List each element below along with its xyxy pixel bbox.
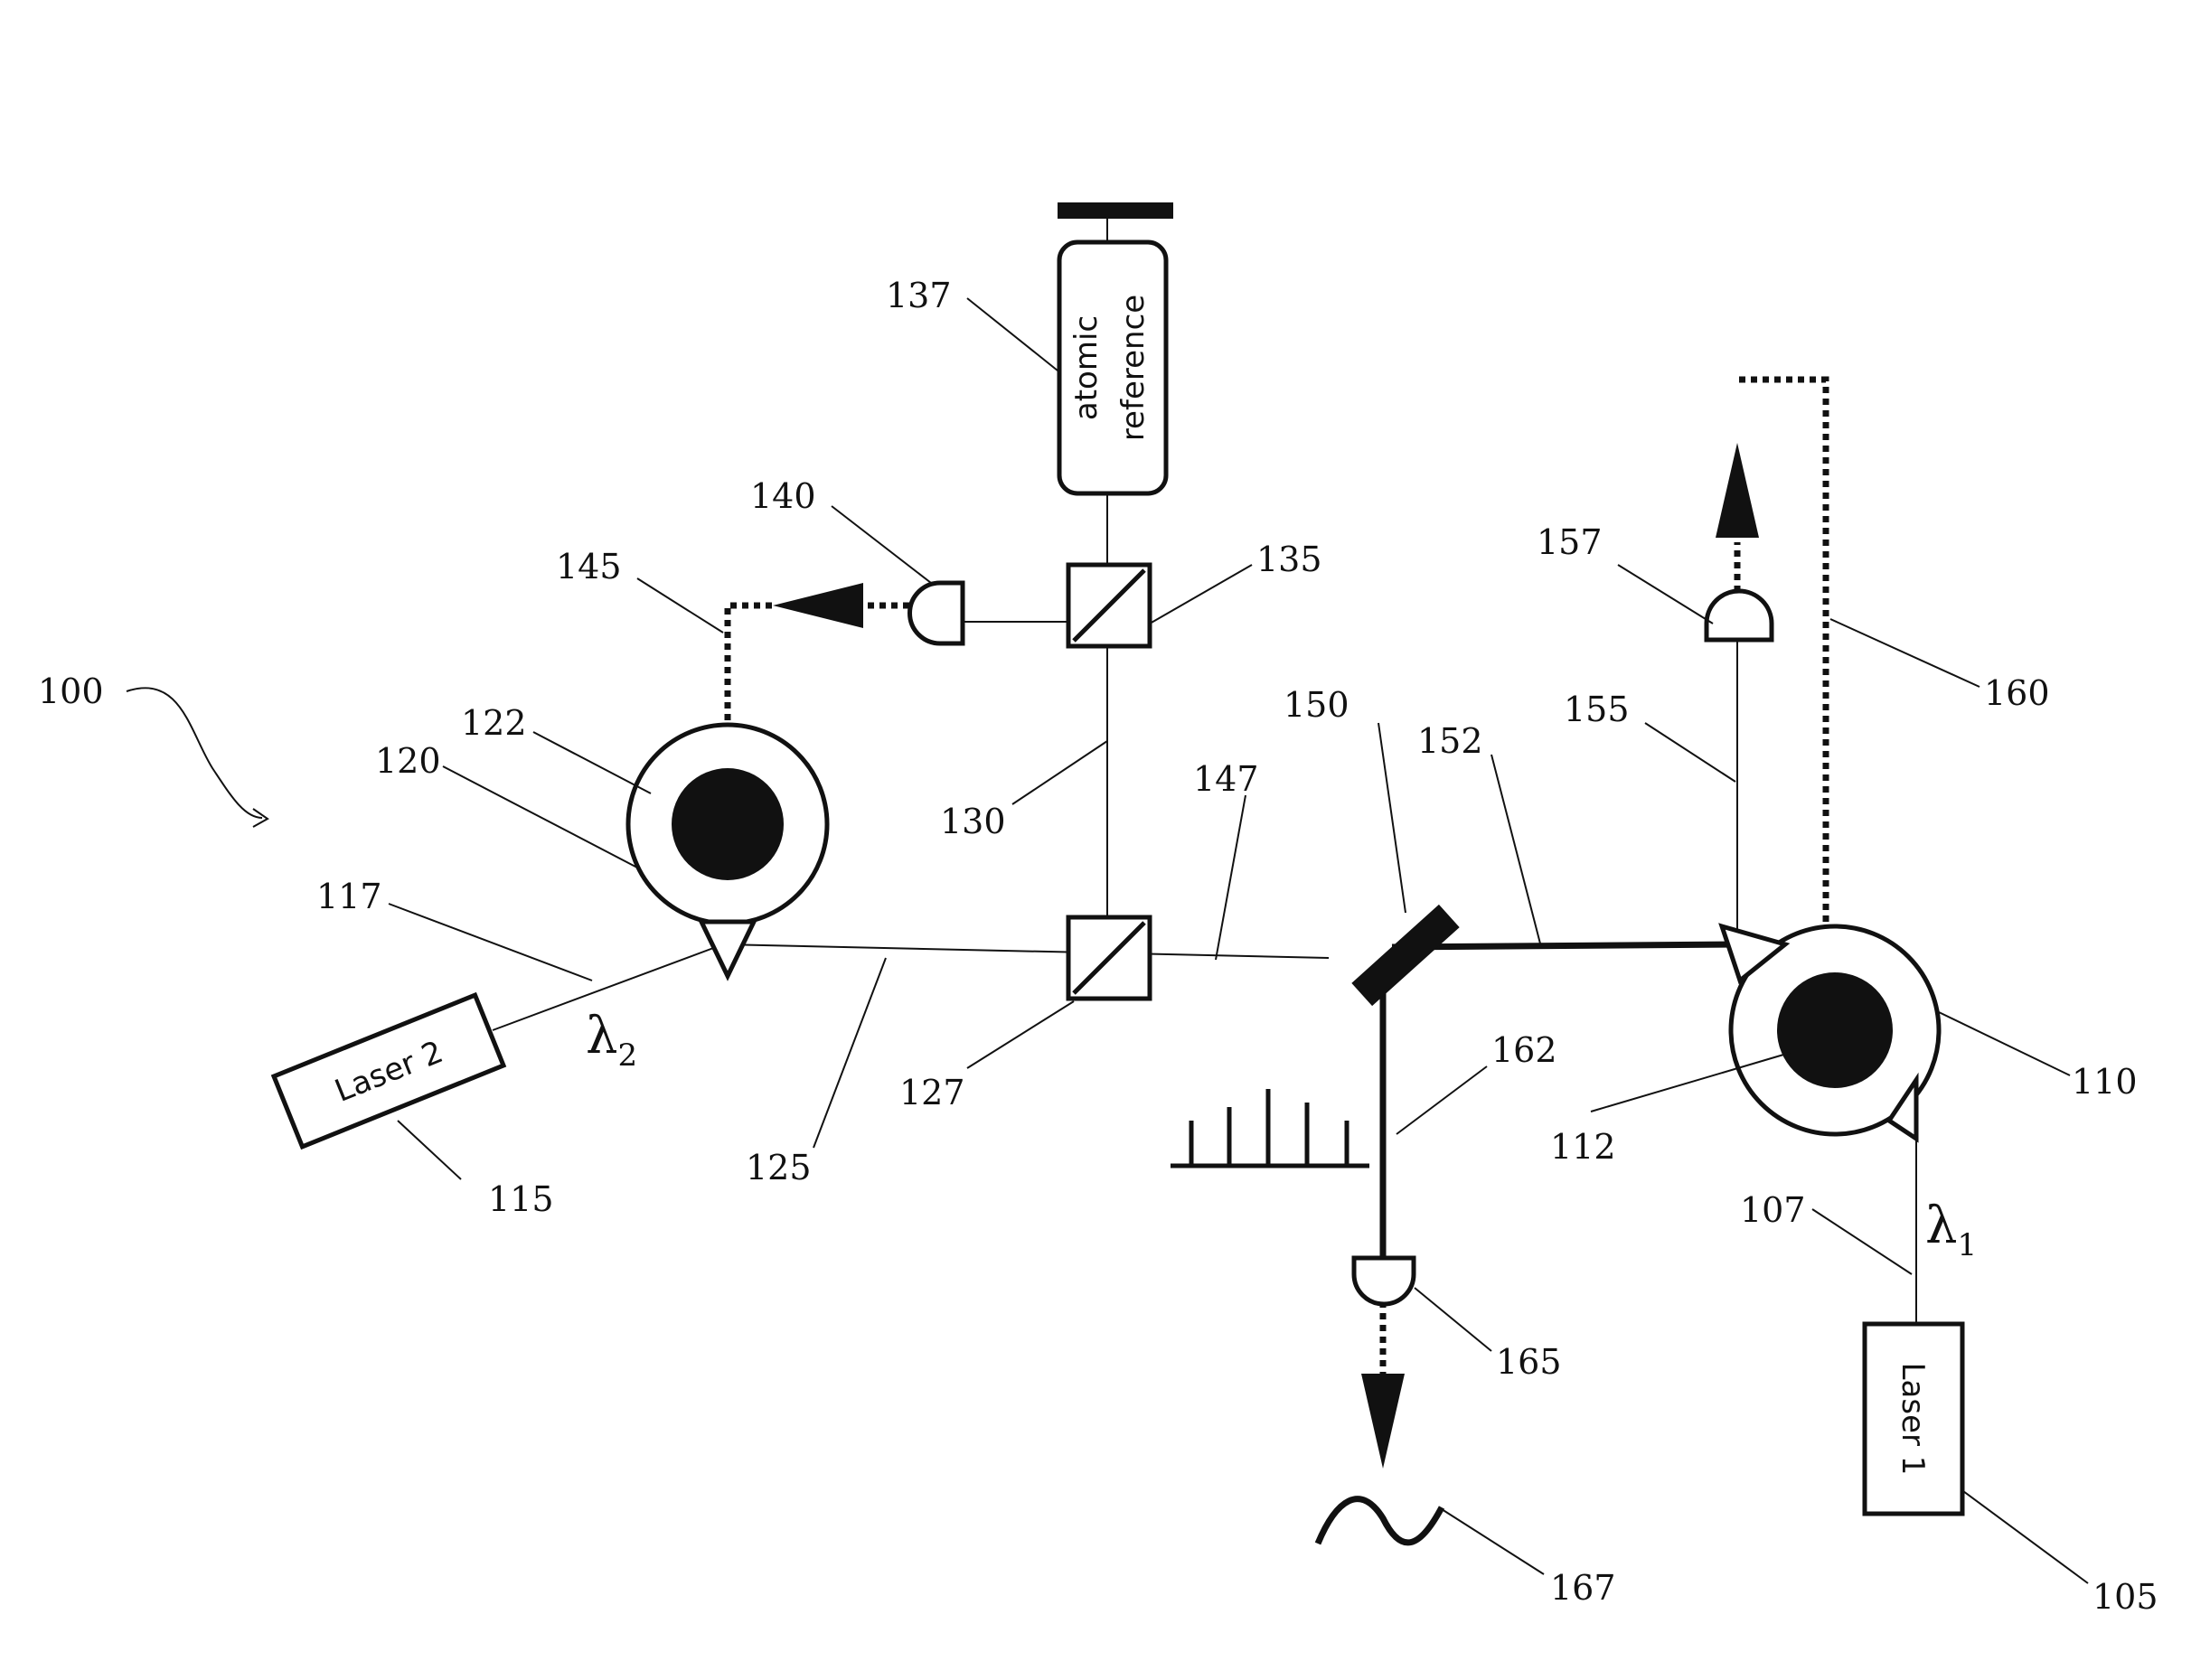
leader-105	[1963, 1491, 2088, 1583]
atomic-label-2: reference	[1115, 295, 1152, 441]
leader-110	[1939, 1012, 2070, 1075]
leader-117	[389, 904, 592, 981]
ref-107: 107	[1740, 1190, 1806, 1230]
end-mirror	[1058, 202, 1173, 219]
leader-120	[443, 766, 637, 868]
rf-wave-icon	[1318, 1499, 1442, 1544]
ref-157: 157	[1537, 522, 1603, 562]
laser-2: Laser 2	[274, 995, 503, 1147]
lambda-2: λ2	[586, 1007, 637, 1074]
beam-152	[1392, 944, 1740, 947]
leader-122	[533, 732, 651, 793]
ref-162: 162	[1491, 1030, 1557, 1070]
leader-115	[398, 1121, 461, 1179]
ref-117: 117	[316, 877, 382, 916]
leader-160	[1830, 619, 1980, 687]
signal-160	[1735, 380, 1826, 981]
leader-162	[1397, 1066, 1487, 1134]
lambda-1: λ1	[1925, 1197, 1977, 1263]
ref-165: 165	[1496, 1342, 1562, 1382]
photodetector-165	[1354, 1258, 1414, 1304]
leader-155	[1645, 723, 1735, 782]
ref-150: 150	[1284, 685, 1350, 725]
mirror-150	[1351, 905, 1459, 1006]
leader-167	[1442, 1509, 1544, 1574]
ref-127: 127	[899, 1073, 965, 1112]
leader-100	[127, 688, 262, 818]
arrow-up-icon	[1716, 443, 1759, 538]
photodetector-140	[909, 583, 963, 643]
atomic-label-1: atomic	[1068, 315, 1105, 420]
ref-155: 155	[1564, 690, 1630, 729]
arrow-left-icon	[773, 583, 863, 628]
leader-140	[832, 506, 931, 583]
leader-145	[637, 578, 723, 633]
ref-167: 167	[1550, 1568, 1616, 1608]
leader-137	[967, 298, 1058, 371]
ref-140: 140	[750, 476, 816, 516]
ref-145: 145	[556, 547, 622, 587]
leader-157	[1618, 565, 1713, 624]
ref-115: 115	[488, 1179, 554, 1219]
photodetector-157	[1707, 591, 1772, 640]
leader-147	[1216, 795, 1246, 960]
leader-107	[1812, 1209, 1912, 1274]
ref-105: 105	[2092, 1577, 2158, 1617]
leader-150	[1378, 723, 1406, 913]
arrow-down-icon	[1361, 1374, 1405, 1469]
ref-137: 137	[886, 276, 952, 315]
ref-130: 130	[940, 802, 1006, 841]
ref-110: 110	[2072, 1062, 2138, 1102]
leader-165	[1415, 1288, 1491, 1351]
ref-100: 100	[38, 671, 104, 711]
ref-147: 147	[1193, 759, 1259, 799]
ref-152: 152	[1417, 721, 1483, 761]
ref-112: 112	[1550, 1127, 1616, 1167]
beam-125-147	[723, 944, 1329, 958]
ref-135: 135	[1256, 540, 1322, 579]
comb-spectrum-icon	[1171, 1089, 1369, 1166]
ref-160: 160	[1984, 673, 2050, 713]
leader-152	[1491, 755, 1541, 947]
cavity-112	[1777, 972, 1893, 1088]
leader-135	[1150, 565, 1252, 624]
leader-127	[967, 1001, 1074, 1068]
cavity-122	[672, 768, 784, 880]
leader-125	[813, 958, 886, 1148]
ref-122: 122	[461, 703, 527, 743]
ref-125: 125	[746, 1148, 812, 1187]
ref-120: 120	[375, 741, 441, 781]
leader-130	[1012, 741, 1107, 804]
laser-1-label: Laser 1	[1895, 1363, 1931, 1476]
